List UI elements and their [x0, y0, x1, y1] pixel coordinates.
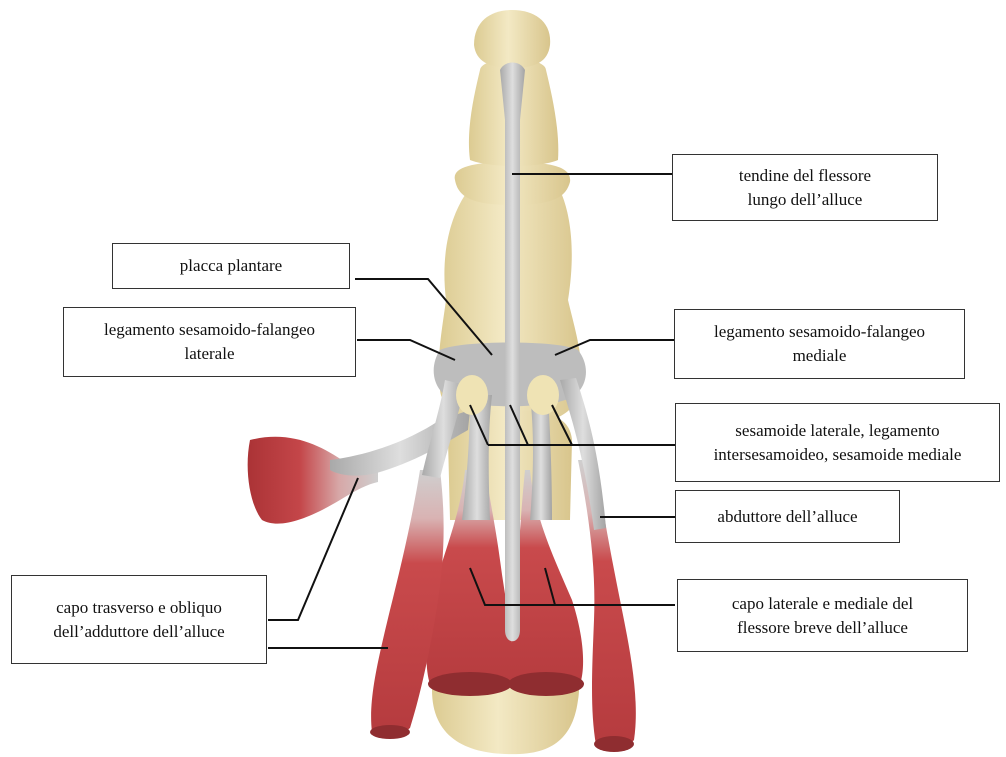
fhb-medial-tail [508, 672, 584, 696]
abductor-tail [594, 736, 634, 752]
fhb-lateral-tail [428, 672, 512, 696]
label-abductor: abduttore dell’alluce [675, 490, 900, 543]
adductor-tail [370, 725, 410, 739]
adductor-muscle-transverse-oblique [248, 437, 378, 524]
distal-tuft [474, 10, 550, 68]
label-plantar-plate: placca plantare [112, 243, 350, 289]
